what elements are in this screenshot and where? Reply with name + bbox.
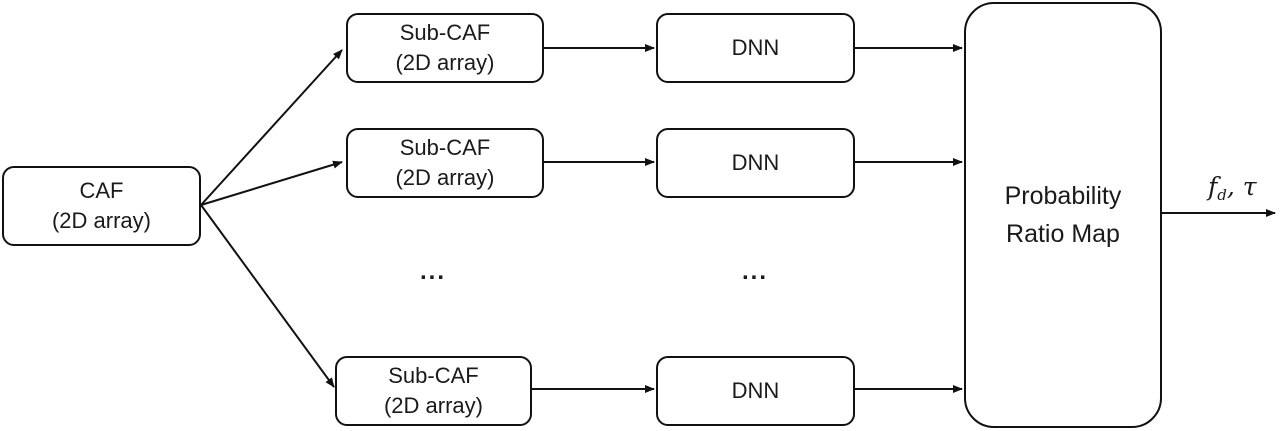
ellipsis-dnn: ... (741, 258, 768, 285)
dnn-block-1: DNN (656, 13, 855, 83)
output-symbol-f: f (1208, 172, 1218, 201)
output-symbol-tau: , τ (1226, 172, 1257, 201)
subcaf-1-subtitle: (2D array) (395, 50, 495, 75)
output-symbol-subscript: d (1217, 186, 1227, 204)
caf-input-subtitle: (2D array) (51, 208, 151, 233)
subcaf-block-3: Sub-CAF (2D array) (335, 356, 532, 426)
subcaf-2-subtitle: (2D array) (395, 165, 495, 190)
arrow-caf-to-subcaf-1 (200, 49, 343, 206)
output-label: fd, τ (1208, 172, 1257, 204)
caf-input-block: CAF (2D array) (2, 166, 201, 246)
arrow-caf-to-subcaf-2 (200, 160, 343, 206)
caf-input-title: CAF (79, 178, 124, 203)
subcaf-block-1: Sub-CAF (2D array) (346, 13, 544, 83)
dnn-2-label: DNN (731, 150, 780, 175)
subcaf-2-title: Sub-CAF (399, 135, 491, 160)
probability-ratio-map-line1: Probability (1004, 182, 1122, 210)
subcaf-3-title: Sub-CAF (388, 363, 479, 388)
arrow-caf-to-subcaf-3 (200, 204, 335, 388)
probability-ratio-map-block: Probability Ratio Map (964, 2, 1162, 428)
subcaf-block-2: Sub-CAF (2D array) (346, 128, 544, 198)
subcaf-1-title: Sub-CAF (399, 20, 491, 45)
dnn-3-label: DNN (731, 378, 780, 403)
dnn-1-label: DNN (731, 35, 780, 60)
probability-ratio-map-line2: Ratio Map (1006, 220, 1120, 248)
subcaf-3-subtitle: (2D array) (383, 393, 483, 418)
dnn-block-2: DNN (656, 128, 855, 198)
dnn-block-3: DNN (656, 356, 855, 426)
ellipsis-subcaf: ... (419, 258, 446, 285)
